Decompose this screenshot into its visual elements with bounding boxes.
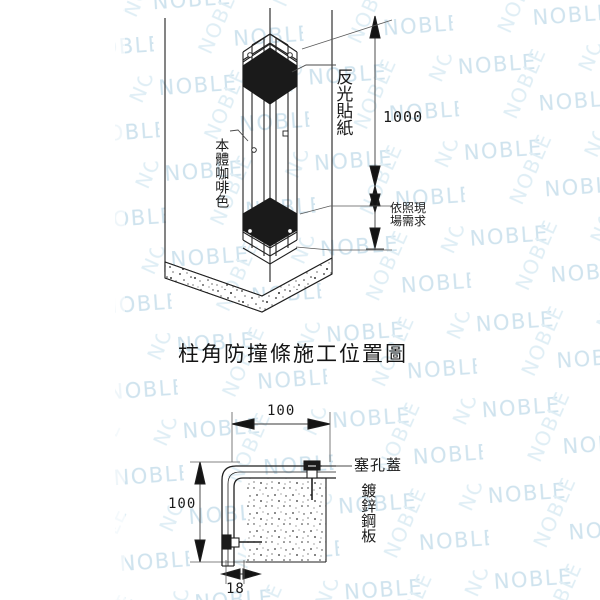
- screw-mid-left: [251, 147, 257, 153]
- dimension-value-height-100: 100: [168, 496, 197, 512]
- dimension-value-width-100: 100: [267, 403, 296, 419]
- leader-bodycolor: [229, 129, 249, 142]
- guard-top-inner3: [269, 33, 289, 46]
- label-body-color: 本體咖啡色: [213, 138, 230, 208]
- dim-h100-arrow-top: [194, 461, 206, 485]
- dimension-value-site-requirement: 依照現 場需求: [390, 201, 427, 229]
- leader-reflective: [291, 64, 336, 73]
- dim-w100-arrow-left: [231, 418, 255, 430]
- site-requirement-line-1: 依照現: [390, 201, 427, 215]
- label-plug-cap: 塞孔蓋: [354, 456, 403, 474]
- dim-h100-arrow-bot: [194, 539, 206, 563]
- screw-bot-right: [287, 228, 293, 234]
- page-title: 柱角防撞條施工位置圖: [178, 342, 408, 366]
- label-reflective-sticker: 反光貼紙: [332, 68, 353, 136]
- dim-w100-arrow-right: [307, 418, 331, 430]
- dim-t18-arrow-right: [242, 568, 262, 580]
- reflective-band-lower: [242, 197, 298, 247]
- dimension-value-thickness-18: 18: [226, 581, 245, 597]
- section-view-group: [190, 412, 352, 584]
- section-concrete-fill: [246, 478, 326, 562]
- screw-top-right: [287, 52, 293, 58]
- guard-top-inner2: [251, 33, 271, 46]
- dim-site-arrow-c: [369, 227, 381, 249]
- dim-t18-arrow-left: [219, 568, 241, 580]
- site-requirement-line-2: 場需求: [390, 214, 427, 229]
- screw-bot-left: [247, 228, 253, 234]
- dim-site-ext-bot: [295, 246, 392, 251]
- label-steel-plate: 鍍鋅鋼板: [359, 483, 378, 543]
- floor-slab-fill: [164, 257, 333, 313]
- plug-mid-right: [282, 130, 289, 137]
- screw-top-left: [247, 52, 253, 58]
- dimension-value-1000: 1000: [383, 108, 424, 126]
- dim-1000-arrow-bot: [369, 165, 381, 187]
- dim-site-ext-top: [299, 205, 392, 215]
- elevation-view-group: [164, 8, 393, 313]
